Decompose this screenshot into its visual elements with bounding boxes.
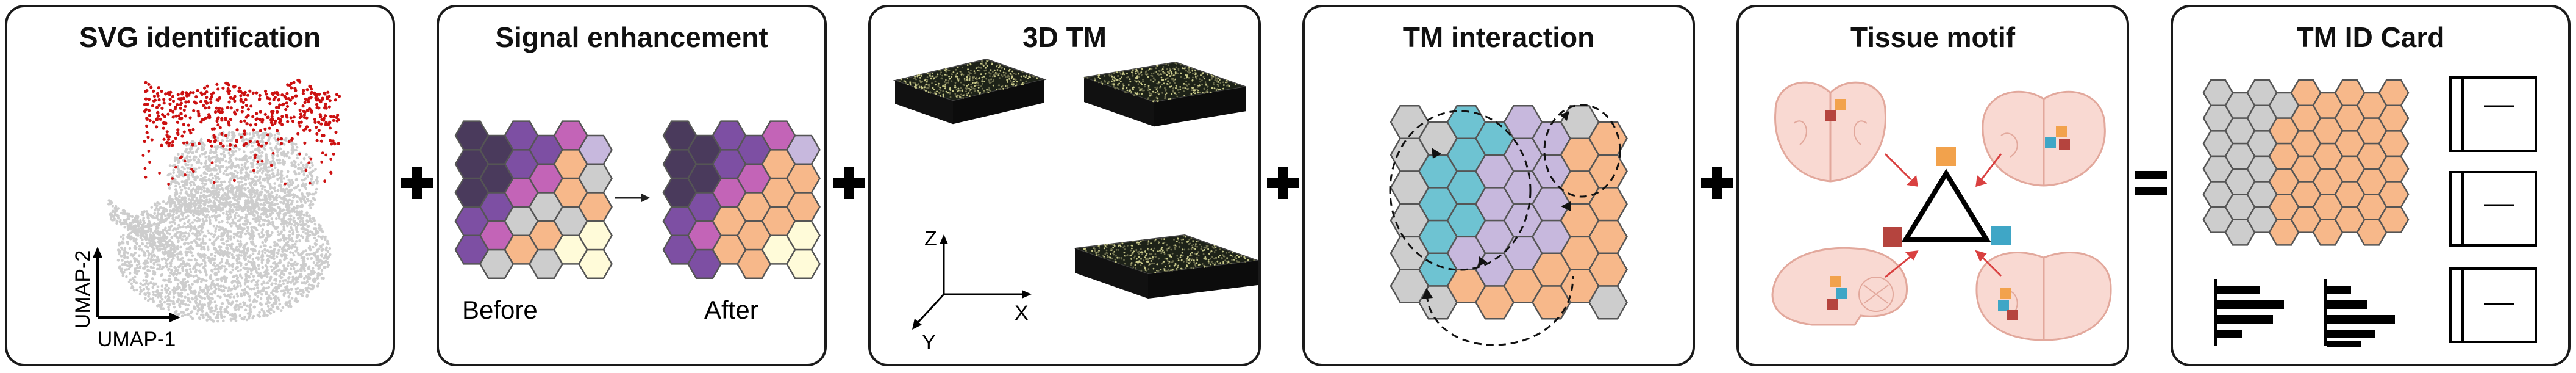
tm-id-card-diagram — [2202, 76, 2537, 347]
3d-volume-2 — [1083, 61, 1246, 127]
card-icon — [2449, 267, 2537, 343]
after-label: After — [704, 295, 758, 324]
interaction-loop-2 — [1543, 104, 1621, 198]
brain-section-coronal-icon — [1975, 252, 2112, 341]
plus-icon — [399, 165, 435, 201]
arrow-head — [1478, 256, 1488, 266]
motif-node-orange — [1936, 147, 1956, 166]
umap-red-points — [141, 78, 341, 186]
plus-icon — [1265, 165, 1301, 201]
panel-title: 3D TM — [1022, 21, 1107, 53]
card-icon — [2449, 76, 2537, 152]
arrow-head — [1432, 148, 1441, 159]
umap-x-label: UMAP-1 — [98, 328, 176, 351]
arrow-head — [1422, 288, 1433, 299]
bar-chart-icon — [2214, 279, 2284, 346]
panel-tm-interaction: TM interaction — [1302, 5, 1695, 366]
umap-y-label: UMAP-2 — [71, 250, 95, 328]
brain-section-coronal-icon — [1982, 90, 2106, 187]
before-label: Before — [462, 295, 538, 324]
umap-y-arrow — [93, 247, 102, 258]
panel-title: TM interaction — [1402, 21, 1595, 53]
panel-3d-tm: 3D TM Z X Y — [868, 5, 1261, 366]
y-arrow — [912, 319, 922, 330]
y-label: Y — [922, 331, 936, 354]
hex-grid-id-card — [2202, 79, 2410, 246]
x-label: X — [1015, 302, 1029, 325]
arrow-head — [1561, 201, 1571, 211]
3d-volume-1 — [893, 58, 1047, 125]
umap-gray-points — [107, 131, 332, 323]
signal-enhancement-diagram: Before After — [454, 120, 821, 324]
y-axis — [916, 293, 945, 325]
plus-icon — [830, 165, 867, 201]
hex-grid-after — [662, 120, 821, 280]
panel-tm-id-card: TM ID Card — [2171, 5, 2571, 366]
motif-triangle-icon — [1901, 168, 1991, 242]
tm-interaction-diagram — [1389, 104, 1628, 346]
panel-title: TM ID Card — [2296, 21, 2445, 53]
motif-node-red — [1883, 227, 1902, 247]
brain-section-coronal-icon — [1774, 81, 1886, 183]
x-arrow — [1022, 290, 1032, 299]
interaction-loop-1 — [1389, 110, 1532, 271]
arrow-right-icon — [641, 194, 650, 202]
panel-title: SVG identification — [79, 21, 321, 53]
motif-arrows — [1884, 153, 2002, 278]
umap-plot: UMAP-2 UMAP-1 — [71, 78, 341, 351]
bar-chart-icon — [2324, 279, 2395, 347]
3d-tm-diagram: Z X Y — [893, 58, 1258, 354]
tissue-motif-diagram — [1771, 81, 2112, 341]
hex-grid-before — [454, 120, 613, 280]
umap-x-arrow — [169, 313, 180, 322]
equals-icon — [2133, 165, 2169, 201]
motif-node-blue — [1991, 226, 2011, 245]
z-label: Z — [924, 227, 937, 250]
panel-signal-enhancement: Signal enhancement Before After — [437, 5, 827, 366]
z-arrow — [940, 234, 948, 244]
arrow-head — [1560, 111, 1569, 121]
3d-volume-3 — [1074, 234, 1258, 299]
interaction-loop-3 — [1425, 275, 1574, 346]
panel-svg-identification: SVG identification UMAP-2 UMAP-1 — [5, 5, 395, 366]
panel-title: Signal enhancement — [495, 21, 768, 53]
plus-icon — [1699, 165, 1735, 201]
card-icon — [2449, 171, 2537, 247]
panel-title: Tissue motif — [1850, 21, 2016, 53]
panel-tissue-motif: Tissue motif — [1736, 5, 2129, 366]
hex-grid-interaction — [1390, 104, 1628, 320]
